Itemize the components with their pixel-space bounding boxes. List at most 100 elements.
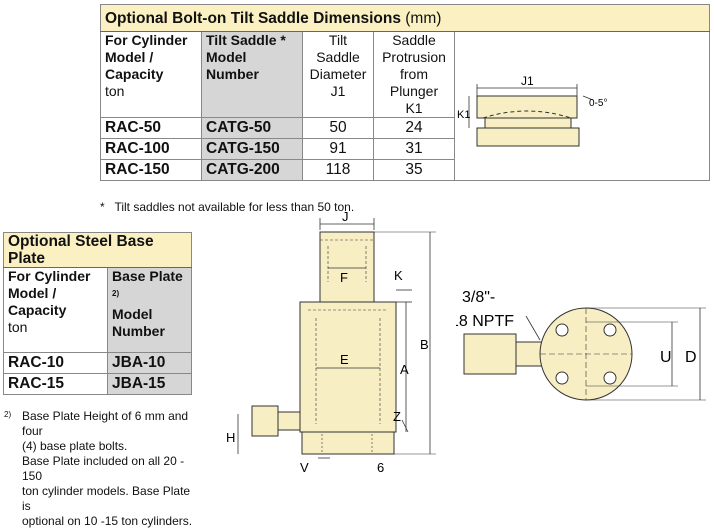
base-plate-table: Optional Steel Base Plate For Cylinder M… [3, 232, 192, 395]
f-label: F [340, 270, 348, 285]
superscript: 2) [112, 289, 120, 298]
bolt-hole [603, 371, 617, 385]
table-row: RAC-150 CATG-200 118 35 [100, 159, 710, 181]
header-unit: ton [8, 319, 28, 335]
header-text: Capacity [8, 302, 67, 318]
cell-j1: 91 [302, 138, 374, 160]
cell-j1: 118 [302, 159, 374, 181]
tilt-saddle-diagram-cell: J1 0-5° K1 [454, 31, 710, 181]
angle-line [582, 95, 594, 101]
header-text: K1 [405, 100, 423, 116]
base-plate-note-mark: 2) [4, 407, 11, 426]
table-row: RAC-50 CATG-50 50 24 [100, 117, 710, 139]
header-text: For Cylinder [8, 268, 91, 284]
d-label: D [685, 349, 697, 366]
header-text: J1 [330, 83, 346, 99]
header-unit: ton [105, 83, 125, 99]
tilt-saddle-title-text: Optional Bolt-on Tilt Saddle Dimensions [105, 9, 401, 27]
coupler [463, 333, 517, 375]
bolt-hole [555, 323, 569, 337]
header-saddle-protrusion: Saddle Protrusion from Plunger K1 [373, 31, 455, 118]
note-line: (4) base plate bolts. [22, 439, 128, 453]
header-text: from Plunger [389, 66, 439, 99]
base-plate-title: Optional Steel Base Plate [3, 232, 192, 268]
e-label: E [340, 352, 349, 367]
table-row: RAC-100 CATG-150 91 31 [100, 138, 710, 160]
j1-label: J1 [521, 74, 534, 88]
base-plate [301, 431, 395, 455]
cylinder-top-diagram: 3/8"- 18 NPTF U D [456, 289, 706, 401]
bolt-hole [603, 323, 617, 337]
header-text: Tilt [328, 32, 348, 48]
header-text: Saddle [392, 32, 436, 48]
header-text: Model [112, 305, 153, 322]
header-text: Saddle [316, 49, 360, 65]
header-text: Tilt Saddle * [206, 32, 286, 48]
cell-model: RAC-150 [100, 159, 202, 181]
k-label: K [394, 268, 403, 283]
cell-saddle: CATG-50 [201, 117, 303, 139]
port-fitting [515, 341, 543, 367]
cell-plate: JBA-10 [107, 352, 192, 374]
leader-line [525, 315, 541, 341]
j-label: J [342, 210, 349, 224]
note-line: Base Plate Height of 6 mm and four [22, 409, 189, 438]
cell-k1: 31 [373, 138, 455, 160]
cylinder-body [476, 127, 580, 147]
angle-label: 0-5° [589, 98, 607, 109]
six-label: 6 [377, 460, 384, 475]
tilt-saddle-title: Optional Bolt-on Tilt Saddle Dimensions … [100, 4, 710, 32]
b-label: B [420, 337, 429, 352]
u-label: U [660, 349, 672, 366]
cell-saddle: CATG-150 [201, 138, 303, 160]
tilt-saddle-table: Optional Bolt-on Tilt Saddle Dimensions … [100, 4, 710, 181]
header-text: Diameter [309, 66, 367, 82]
cell-model: RAC-100 [100, 138, 202, 160]
a-label: A [400, 362, 409, 377]
tilt-saddle-unit: (mm) [405, 9, 442, 27]
cell-j1: 50 [302, 117, 374, 139]
header-text: Model / [105, 49, 154, 65]
footnote-mark: * [100, 200, 105, 214]
base-plate-note: Base Plate Height of 6 mm and four (4) b… [22, 409, 202, 529]
header-text: Base Plate [112, 268, 183, 284]
header-tilt-saddle-model: Tilt Saddle * Model Number [201, 31, 303, 118]
cell-model: RAC-50 [100, 117, 202, 139]
plunger [319, 231, 375, 303]
header-text: Protrusion [382, 49, 446, 65]
table-row: RAC-10 JBA-10 [3, 352, 192, 374]
cylinder-side-diagram: J F E H V K A B Z 6 [226, 210, 436, 475]
coupler [251, 405, 279, 437]
header-cylinder-model: For Cylinder Model / Capacity ton [100, 31, 202, 118]
k1-label: K1 [457, 109, 470, 121]
saddle-top [476, 95, 578, 119]
port-fitting [277, 411, 301, 431]
port-thread-label-1: 3/8"- [462, 289, 495, 306]
cylinder-body [299, 301, 397, 433]
header-text: Model / [8, 285, 57, 301]
z-label: Z [393, 409, 401, 424]
note-line: ton cylinder models. Base Plate is [22, 484, 191, 513]
footnote-text: Tilt saddles not available for less than… [114, 200, 355, 214]
header-text: Capacity [105, 66, 164, 82]
plunger-top [484, 117, 572, 129]
header-text: Model [206, 49, 247, 65]
cell-plate: JBA-15 [107, 373, 192, 395]
note-line: Base Plate included on all 20 - 150 [22, 454, 185, 483]
cell-saddle: CATG-200 [201, 159, 303, 181]
note-line: optional on 10 -15 ton cylinders. [22, 514, 193, 528]
tilt-saddle-footnote: * Tilt saddles not available for less th… [100, 200, 354, 214]
z-dimension-line [401, 419, 409, 433]
header-text: For Cylinder [105, 32, 188, 48]
cell-k1: 24 [373, 117, 455, 139]
port-thread-label-2: 18 NPTF [456, 313, 514, 330]
header-text: Number [206, 66, 259, 82]
header-base-plate-model: Base Plate 2) Model Number [107, 267, 192, 353]
bolt-hole [555, 371, 569, 385]
v-label: V [300, 460, 309, 475]
tilt-saddle-diagram: J1 0-5° K1 [457, 74, 607, 147]
table-row: RAC-15 JBA-15 [3, 373, 192, 395]
h-label: H [226, 430, 235, 445]
cell-model: RAC-10 [3, 352, 108, 374]
note-mark: 2) [4, 410, 12, 419]
